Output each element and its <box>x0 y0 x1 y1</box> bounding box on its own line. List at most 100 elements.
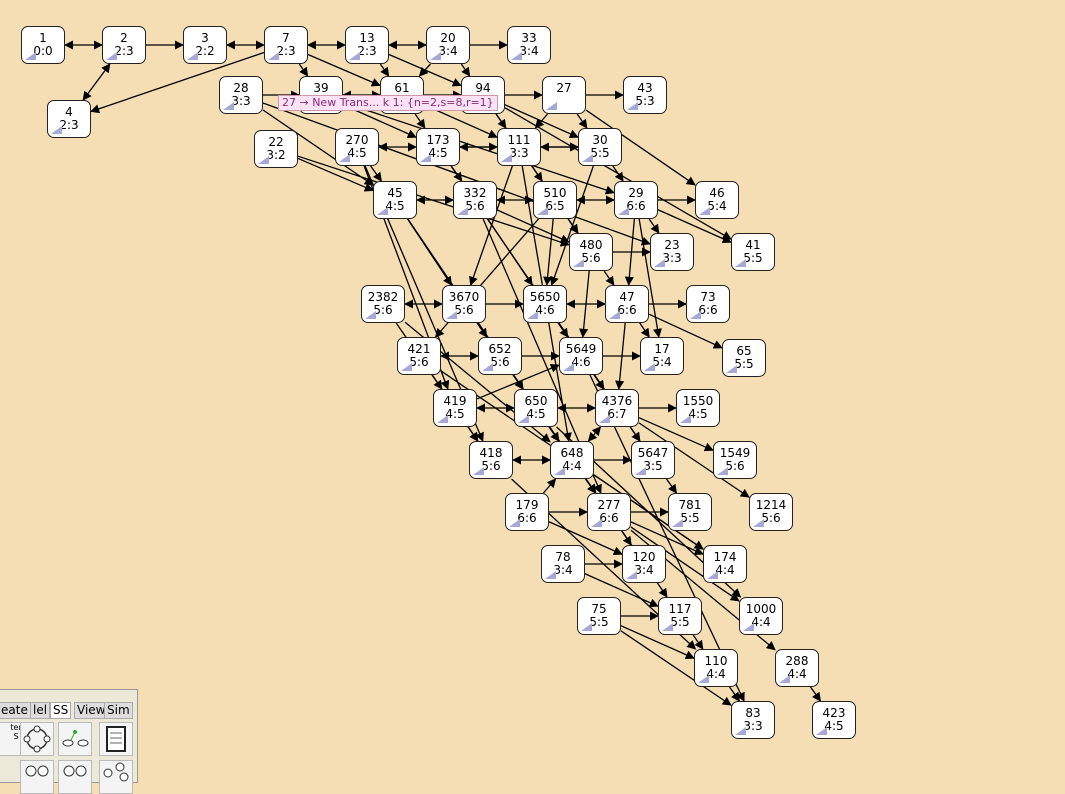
transition-5649-to-4376[interactable] <box>593 374 605 390</box>
transition-29-to-23[interactable] <box>648 218 660 234</box>
tab-view[interactable]: View <box>74 702 109 719</box>
transition-94-to-111[interactable] <box>495 113 507 129</box>
transition-4376-to-5647[interactable] <box>629 426 641 442</box>
transition-30-to-29[interactable] <box>612 165 624 182</box>
transition-173-to-332[interactable] <box>450 165 463 182</box>
transition-13-to-61[interactable] <box>379 63 390 77</box>
transition-20-to-61[interactable] <box>418 63 431 77</box>
transition-22-to-480[interactable] <box>297 155 570 247</box>
transition-47-to-4376[interactable] <box>615 322 626 390</box>
transition-29-to-47[interactable] <box>624 218 636 286</box>
transition-510-to-5650[interactable] <box>543 218 554 286</box>
tab-sim[interactable]: Sim <box>104 702 133 719</box>
chain-tool-button[interactable] <box>20 760 54 794</box>
transition-510-to-480[interactable] <box>567 218 579 234</box>
transition-27-to-111[interactable] <box>534 113 549 129</box>
transition-650-to-648[interactable] <box>548 426 560 442</box>
document-tool-button[interactable] <box>99 722 133 756</box>
transition-419-to-418[interactable] <box>467 426 479 442</box>
transition-94-to-41[interactable] <box>504 107 732 240</box>
transition-61-to-173[interactable] <box>414 113 426 129</box>
transition-480-to-5649[interactable] <box>579 270 590 338</box>
tab-ss[interactable]: SS <box>50 702 72 719</box>
transition-20-to-94[interactable] <box>460 63 471 77</box>
transition-47-to-17[interactable] <box>639 322 650 338</box>
transition-5650-to-5649[interactable] <box>557 322 569 338</box>
transition-39-to-29[interactable] <box>342 101 615 195</box>
transition-27-to-30[interactable] <box>576 113 588 129</box>
tab-model[interactable]: lel <box>30 702 51 719</box>
transition-110-to-83[interactable] <box>728 686 741 702</box>
transition-332-to-5650[interactable] <box>487 218 533 286</box>
transition-117-to-110[interactable] <box>692 634 704 650</box>
transition-648-to-277[interactable] <box>584 478 597 494</box>
transition-5647-to-781[interactable] <box>665 478 678 494</box>
transition-3670-to-652[interactable] <box>476 322 488 338</box>
state-node-27[interactable]: 27 <box>542 76 586 114</box>
branch-tool-button[interactable] <box>99 760 133 794</box>
transition-111-to-510[interactable] <box>531 165 543 182</box>
tab-create[interactable]: eate <box>0 702 31 719</box>
pair-tool-button[interactable] <box>58 760 92 794</box>
transition-648-to-4376[interactable] <box>587 426 602 442</box>
transition-288-to-423[interactable] <box>809 686 822 702</box>
cycle-graph-tool-button[interactable] <box>20 722 54 756</box>
node-link-tool-button[interactable] <box>58 722 92 756</box>
transition-179-to-648[interactable] <box>542 478 557 494</box>
transition-7-to-39[interactable] <box>298 63 309 77</box>
transition-28-to-23[interactable] <box>262 102 651 246</box>
transition-277-to-120[interactable] <box>621 530 632 546</box>
